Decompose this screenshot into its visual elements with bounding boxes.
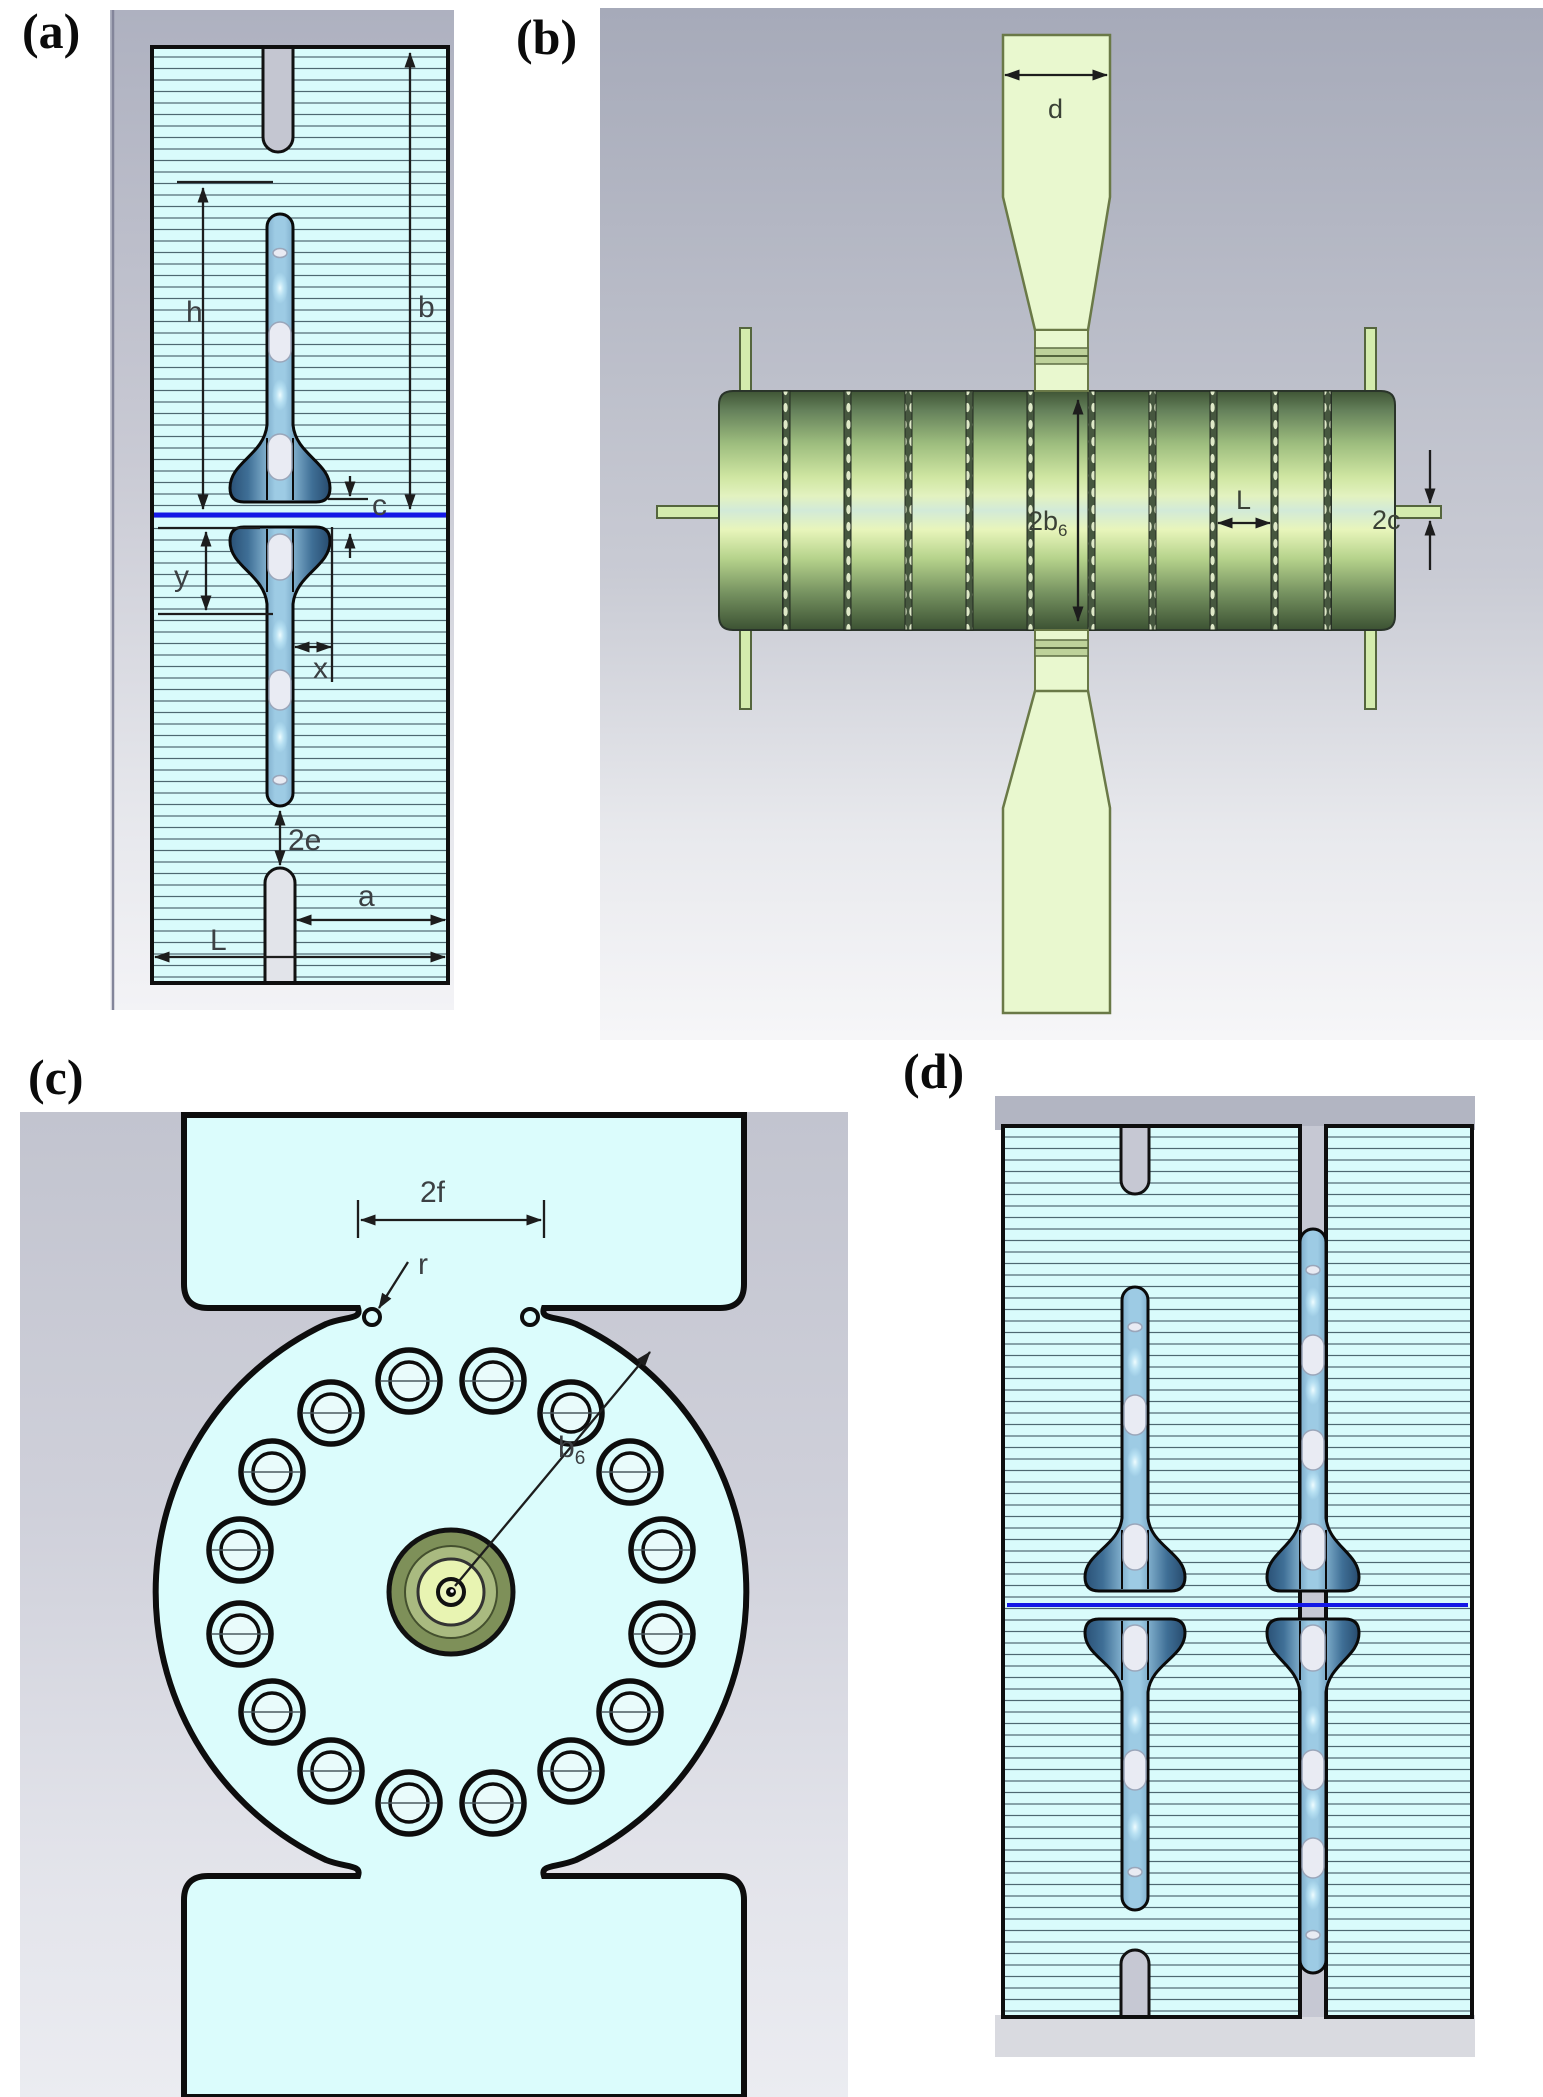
left-bottom-slot bbox=[1119, 1948, 1151, 2015]
panel-c-cavity-front-view: 2f r b6 bbox=[20, 1112, 848, 2097]
input-waveguide bbox=[1001, 33, 1112, 392]
dim-label-L: L bbox=[210, 924, 227, 957]
beam-channel-lower bbox=[228, 525, 332, 808]
axial-rod-left bbox=[656, 505, 721, 519]
neck-fillet-left bbox=[362, 1307, 382, 1327]
left-channel-upper bbox=[1083, 1285, 1187, 1593]
neck-fillet-right bbox=[520, 1307, 540, 1327]
tuner-stubs bbox=[656, 327, 1442, 710]
dim-label-y: y bbox=[174, 560, 189, 593]
panel-a-dimension-lines bbox=[154, 52, 446, 963]
dim-label-2b6: 2b6 bbox=[1028, 506, 1068, 540]
dim-label-2f: 2f bbox=[420, 1176, 446, 1209]
panel-c-letter: (c) bbox=[28, 1049, 84, 1105]
dim-label-c: c bbox=[372, 489, 387, 522]
cylinder-end-cap-left bbox=[718, 390, 784, 631]
dim-label-h: h bbox=[186, 296, 203, 329]
panel-a-letter: (a) bbox=[22, 3, 81, 59]
channel-holes bbox=[267, 247, 293, 786]
dim-label-x: x bbox=[313, 652, 328, 685]
cylinder-disc-body bbox=[782, 390, 1332, 631]
panel-c-dimension-lines bbox=[356, 1200, 651, 1587]
top-coupling-slot bbox=[261, 49, 295, 154]
panel-d-two-channel-cross-section bbox=[995, 1096, 1475, 2057]
disc-gaps bbox=[782, 390, 1332, 631]
cooling-hole-ring bbox=[206, 1347, 696, 1837]
dim-label-b: b bbox=[418, 291, 435, 324]
cone-inner-lines bbox=[1121, 1530, 1327, 1680]
left-top-slot bbox=[1119, 1128, 1151, 1196]
panel-b-cavity-chain-3d: d 2b6 L 2c bbox=[600, 8, 1543, 1040]
dim-label-2c: 2c bbox=[1372, 505, 1401, 535]
panel-b-letter: (b) bbox=[516, 9, 578, 65]
dim-label-2e: 2e bbox=[288, 824, 321, 857]
panel-d-bottom-strip bbox=[995, 2015, 1475, 2057]
right-channel-upper bbox=[1265, 1227, 1361, 1593]
channel-glow-spots bbox=[272, 272, 288, 753]
dim-label-L: L bbox=[1236, 485, 1251, 515]
channel-holes bbox=[1122, 1264, 1326, 1941]
channel-glow-spots bbox=[1127, 1287, 1321, 1910]
panel-a-cavity-cross-section: h b c y x 2e a L bbox=[110, 10, 454, 1010]
center-coax-feature bbox=[386, 1527, 516, 1657]
dim-label-b6: b6 bbox=[558, 1431, 585, 1469]
panel-d-letter: (d) bbox=[903, 1043, 965, 1099]
output-waveguide bbox=[1001, 629, 1112, 1015]
dim-label-a: a bbox=[358, 880, 375, 913]
cone-inner-lines bbox=[266, 438, 294, 592]
panel-b-dimension-lines bbox=[1004, 69, 1436, 622]
cylinder-end-cap-right bbox=[1330, 390, 1396, 631]
dim-label-r: r bbox=[418, 1248, 428, 1281]
dim-label-d: d bbox=[1048, 94, 1063, 124]
bottom-coupling-slot bbox=[263, 866, 297, 981]
axial-rod-right bbox=[1394, 505, 1442, 519]
